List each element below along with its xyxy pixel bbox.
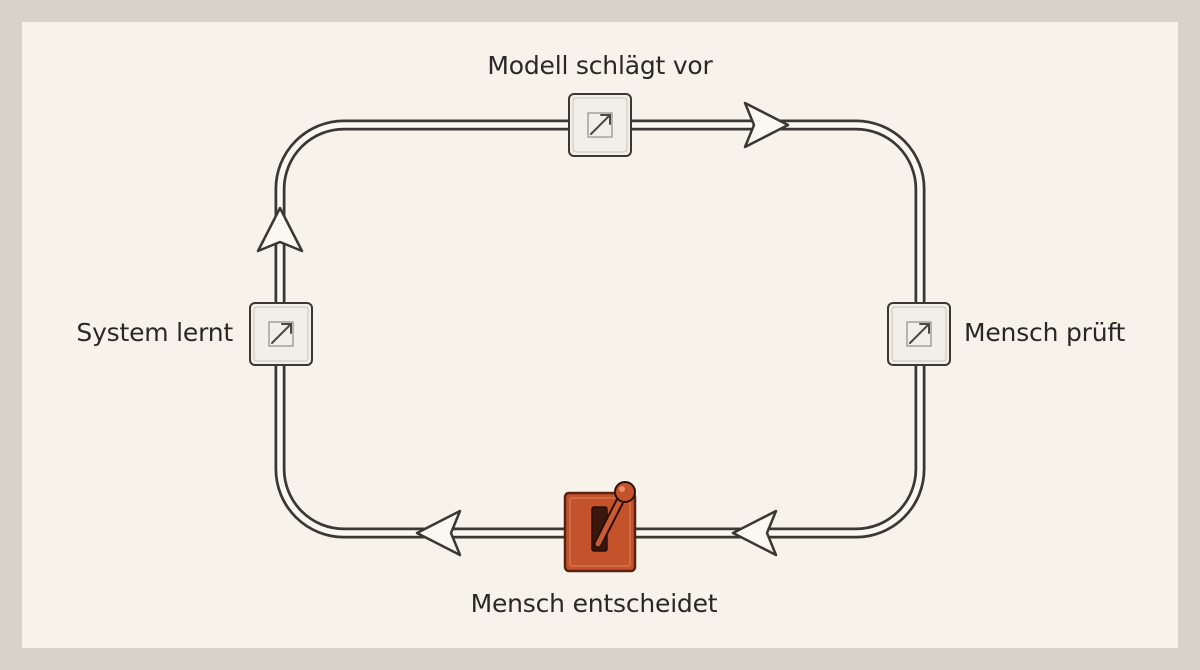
flow-arrow-top xyxy=(743,101,790,149)
flow-arrow-left xyxy=(256,206,304,253)
lever-switch-icon xyxy=(591,481,636,552)
expand-arrow-icon xyxy=(906,321,932,347)
expand-arrow-icon xyxy=(268,321,294,347)
node-label-right: Mensch prüft xyxy=(964,318,1126,347)
flow-arrow-bottom-right xyxy=(731,509,778,557)
node-label-left: System lernt xyxy=(76,318,233,347)
node-bottom-switch xyxy=(563,481,637,573)
expand-arrow-icon xyxy=(587,112,613,138)
node-top-box xyxy=(568,93,632,157)
cycle-loop xyxy=(274,119,926,539)
node-label-top: Modell schlägt vor xyxy=(487,51,713,80)
node-right-box xyxy=(887,302,951,366)
flow-arrow-bottom-left xyxy=(415,509,462,557)
node-left-box xyxy=(249,302,313,366)
node-label-bottom: Mensch entscheidet xyxy=(470,589,718,618)
